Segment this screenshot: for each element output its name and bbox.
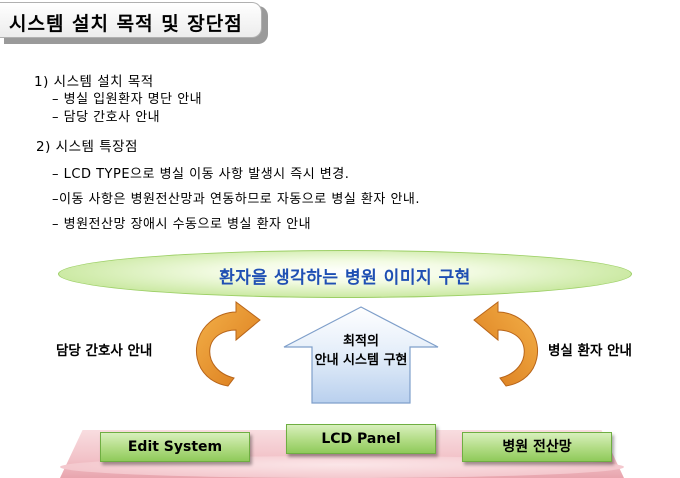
page-title: 시스템 설치 목적 및 장단점	[9, 13, 243, 35]
vision-label: 환자을 생각하는 병원 이미지 구현	[219, 268, 471, 288]
features-item: – LCD TYPE으로 병실 이동 사항 발생시 즉시 변경.	[52, 167, 350, 182]
right-curved-arrow-icon	[473, 301, 538, 387]
left-curved-arrow-icon	[196, 301, 261, 387]
center-label-line1: 최적의	[343, 334, 379, 349]
left-label: 담당 간호사 안내	[56, 343, 153, 359]
center-label-line2: 안내 시스템 구현	[314, 353, 408, 368]
right-label: 병실 환자 안내	[548, 343, 632, 359]
features-item: –이동 사항은 병원전산망과 연동하므로 자동으로 병실 환자 안내.	[52, 192, 421, 207]
lcd-panel-box: LCD Panel	[286, 424, 436, 454]
hospital-network-box: 병원 전산망	[462, 432, 612, 462]
purpose-heading: 1) 시스템 설치 목적	[34, 74, 154, 90]
edit-system-box: Edit System	[100, 432, 250, 462]
title-banner: 시스템 설치 목적 및 장단점	[0, 2, 262, 38]
purpose-item: – 병실 입원환자 명단 안내	[52, 92, 203, 107]
vision-ellipse	[58, 250, 632, 298]
features-heading: 2) 시스템 특장점	[36, 139, 138, 155]
purpose-item: – 담당 간호사 안내	[52, 110, 161, 125]
features-item: – 병원전산망 장애시 수동으로 병실 환자 안내	[52, 217, 312, 232]
up-arrow-house-icon	[283, 306, 439, 404]
